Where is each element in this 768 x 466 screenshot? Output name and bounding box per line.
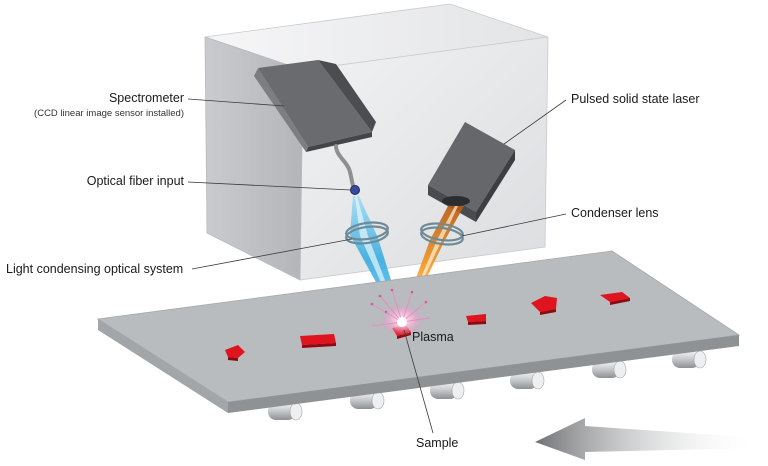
conveyor-rollers [268,350,707,421]
pulsed-laser-unit [428,122,515,222]
conveyor-direction-arrow [535,418,760,460]
leader-lines [187,98,567,434]
plasma [370,288,431,336]
light-condensing-system-label: Light condensing optical system [6,262,184,276]
spectrometer-label: Spectrometer [108,91,184,105]
condenser-lens [420,222,464,246]
spectrometer-note: (CCD linear image sensor installed) [34,108,184,119]
sample-label: Sample [416,436,459,450]
optical-fiber [334,144,356,190]
light-condensing-lens [345,221,389,245]
pulsed-laser-label: Pulsed solid state laser [571,92,700,106]
spectrometer-unit [254,60,376,152]
optical-fiber-input-label: Optical fiber input [86,174,184,188]
condenser-lens-label: Condenser lens [571,206,659,220]
fiber-input-port [350,185,360,195]
plasma-label: Plasma [412,330,454,344]
